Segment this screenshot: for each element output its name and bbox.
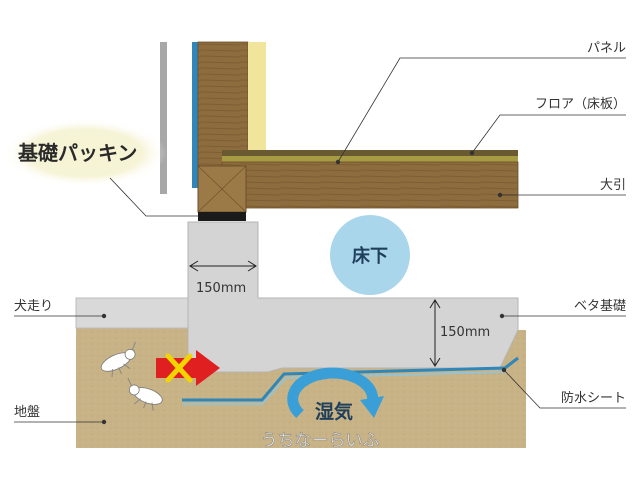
yukashita-circle [330,215,410,295]
floor-leader [471,114,626,154]
wall-panel [197,41,249,167]
inubashiri-label: 犬走り [14,299,53,314]
beta-kiso-label: ベタ基礎 [574,299,626,314]
floor-board [222,150,518,160]
panel-leader [337,57,626,163]
panel-label: パネル [587,41,626,56]
floor-top [222,156,518,162]
moisture-arrow-icon [287,367,379,419]
jiban-label: 地盤 [14,405,40,420]
watermark: うちなーらいふ [261,431,380,451]
wall-cladding [160,42,167,194]
wall-insulation [248,42,266,150]
kiso-packing-leader [109,177,198,217]
yukashita-label: 床下 [352,245,388,267]
kiso-packing-callout: 基礎パッキン [18,141,137,165]
inubashiri-slab [75,297,189,329]
waterproof-sheet [182,356,519,402]
termite-icon [100,341,136,378]
height-dimension-label: 150mm [440,325,490,340]
callout-glow [3,119,167,187]
termite-icon [127,377,163,411]
width-dimension-label: 150mm [196,281,246,296]
wall-blue-layer [192,42,198,188]
bousui-sheet-label: 防水シート [561,390,626,406]
moisture-label: 湿気 [315,400,353,423]
ohbiki-label: 大引 [600,178,626,193]
height-dimension [429,299,441,367]
kiso-packing [198,212,246,221]
bousui-sheet-leader [503,369,626,409]
ohbiki-beam [221,161,519,209]
floor-label: フロア（床板） [535,97,626,112]
width-dimension [189,260,257,272]
cross-icon [165,353,193,383]
